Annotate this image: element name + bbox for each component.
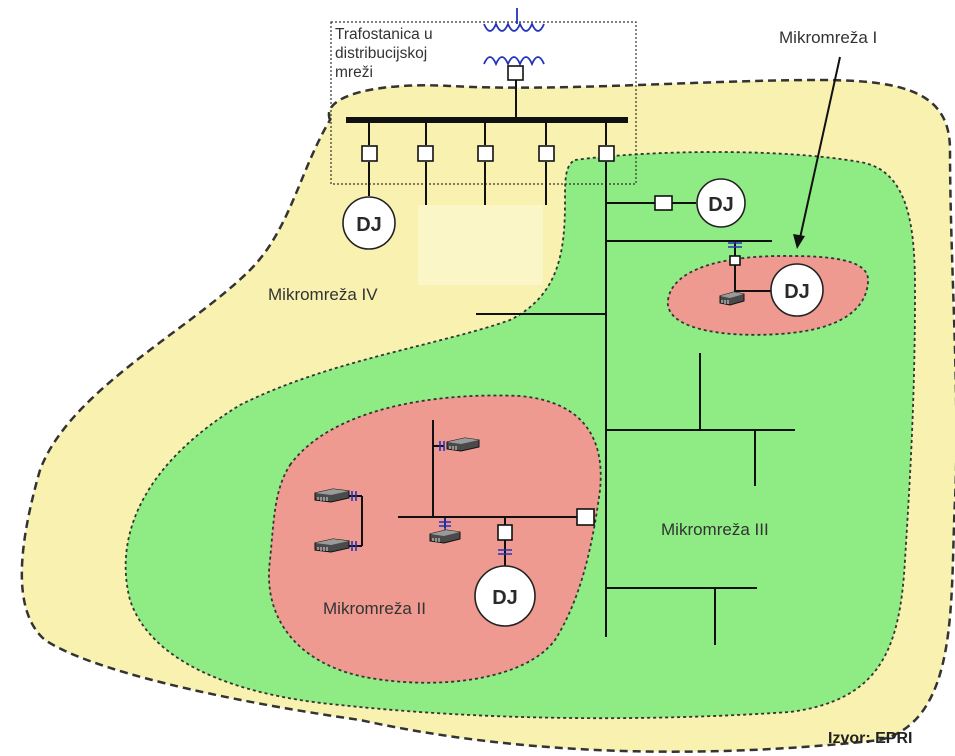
breaker-feeder-1 — [361, 145, 378, 162]
breaker-feeder-5 — [598, 145, 615, 162]
load-device-icons — [314, 291, 745, 553]
breaker-mikromreza-i — [729, 255, 741, 266]
substation-label: Trafostanica u distribucijskoj mreži — [335, 25, 433, 82]
source-label: Izvor: EPRI — [828, 730, 913, 747]
load-device-icon — [314, 538, 350, 553]
substation-box — [330, 21, 637, 185]
load-device-icon — [719, 291, 745, 306]
pointer-arrow — [793, 56, 841, 249]
breaker-mikromreza-ii — [576, 508, 595, 526]
background-block — [418, 205, 543, 285]
breaker-feeder-2 — [417, 145, 434, 162]
generator-dj-mikromreza-i: DJ — [770, 263, 824, 317]
generator-label: DJ — [784, 281, 810, 303]
breakers — [361, 65, 741, 541]
breaker-feeder-4 — [538, 145, 555, 162]
transformer-icon — [483, 8, 545, 67]
generator-label: DJ — [356, 214, 382, 236]
generator-label: DJ — [708, 194, 734, 216]
load-device-icon — [446, 437, 480, 452]
zone-ii-label: Mikromreža II — [323, 599, 426, 618]
load-device-icon — [314, 488, 350, 503]
generator-dj-right: DJ — [696, 178, 746, 228]
breaker-dj-right — [654, 195, 673, 211]
generator-dj-mikromreza-ii: DJ — [474, 565, 536, 627]
generator-label: DJ — [492, 587, 518, 609]
breaker-feeder-3 — [477, 145, 494, 162]
zone-iii-label: Mikromreža III — [661, 520, 769, 539]
substation-label-line-3: mreži — [335, 64, 373, 81]
switch-symbols — [351, 242, 742, 555]
breaker-trafo — [507, 65, 524, 81]
load-device-icon — [429, 529, 461, 544]
zone-iv-label: Mikromreža IV — [268, 285, 378, 304]
generator-dj-left: DJ — [342, 196, 396, 250]
distribution-lines — [349, 80, 795, 645]
substation-label-line-1: Trafostanica u — [335, 26, 433, 43]
substation-label-line-2: distribucijskoj — [335, 45, 428, 62]
zone-i-label: Mikromreža I — [779, 28, 878, 47]
breaker-dj-bottom — [497, 524, 513, 541]
